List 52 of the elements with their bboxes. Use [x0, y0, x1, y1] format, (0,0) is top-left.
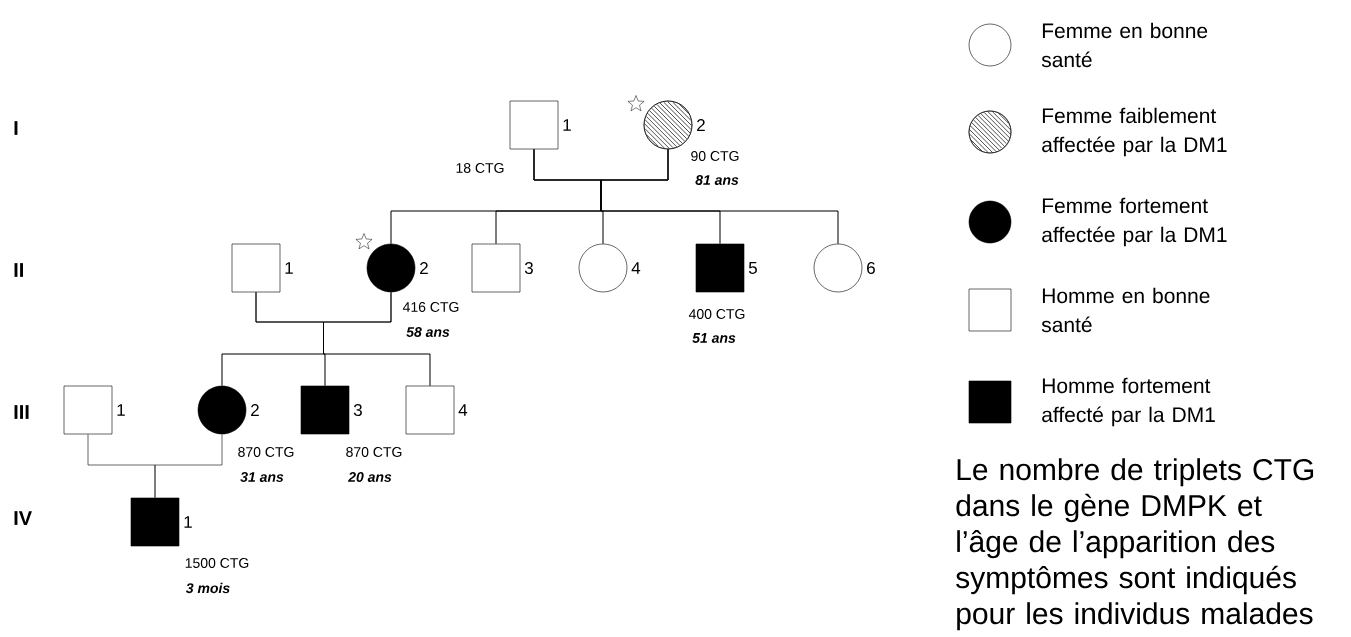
female-circle — [578, 243, 628, 293]
repeat-count: 870 CTG — [346, 447, 402, 457]
individual-number: 3 — [524, 262, 533, 275]
individual-number: 4 — [631, 262, 641, 274]
individual-number: 1 — [563, 119, 571, 131]
male-square — [471, 243, 521, 293]
individual-number: 2 — [697, 119, 705, 131]
individual-number: 1 — [285, 262, 293, 274]
onset-age: 81 ans — [695, 175, 739, 185]
generation-label: III — [14, 405, 29, 419]
repeat-count: 18 CTG — [456, 163, 504, 173]
male-square — [405, 385, 455, 435]
onset-age: 3 mois — [185, 582, 230, 594]
repeat-count: 416 CTG — [402, 302, 459, 312]
individual-number: 2 — [420, 262, 428, 274]
male-square — [130, 497, 180, 547]
generation-label: IV — [14, 511, 32, 525]
female-circle — [197, 385, 247, 435]
individual-number: 4 — [458, 404, 468, 416]
male-square — [300, 385, 350, 435]
male-square — [695, 243, 745, 293]
generation-label: II — [14, 263, 23, 277]
pedigree-line — [600, 149, 839, 244]
onset-age: 20 ans — [348, 472, 392, 482]
individual-number: 3 — [353, 404, 362, 417]
individual-number: 1 — [184, 516, 192, 528]
onset-age: 31 ans — [240, 472, 284, 482]
individual-number: 6 — [867, 262, 875, 275]
female-circle — [366, 243, 416, 293]
generation-label: I — [14, 121, 18, 135]
onset-age: 58 ans — [406, 327, 450, 337]
female-circle — [813, 243, 863, 293]
repeat-count: 90 CTG — [691, 151, 739, 161]
legend-text: Homme en bonne santé — [1041, 287, 1210, 333]
individual-number: 5 — [748, 262, 757, 274]
repeat-count: 400 CTG — [688, 309, 745, 319]
male-square — [509, 100, 559, 150]
male-square — [63, 385, 113, 435]
legend-text: Femme faiblement affectée par la DM1 — [1042, 107, 1227, 157]
caption: Le nombre de triplets CTG dans le gène DMPK et l’âge de l’apparition des symptômes sont indiqués pour les individus malades — [956, 458, 1314, 631]
pedigree-line — [154, 434, 223, 498]
repeat-count: 870 CTG — [238, 447, 294, 457]
male-square — [231, 243, 281, 293]
legend-text: Femme en bonne santé — [1041, 22, 1208, 68]
female-circle — [643, 100, 693, 150]
pedigree-line — [323, 292, 431, 386]
repeat-count: 1500 CTG — [185, 558, 249, 568]
individual-number: 1 — [117, 404, 125, 416]
onset-age: 51 ans — [692, 333, 736, 343]
legend-text: Homme fortement affecté par la DM1 — [1042, 377, 1215, 427]
individual-number: 2 — [251, 404, 259, 416]
legend-text: Femme fortement affectée par la DM1 — [1042, 197, 1227, 247]
